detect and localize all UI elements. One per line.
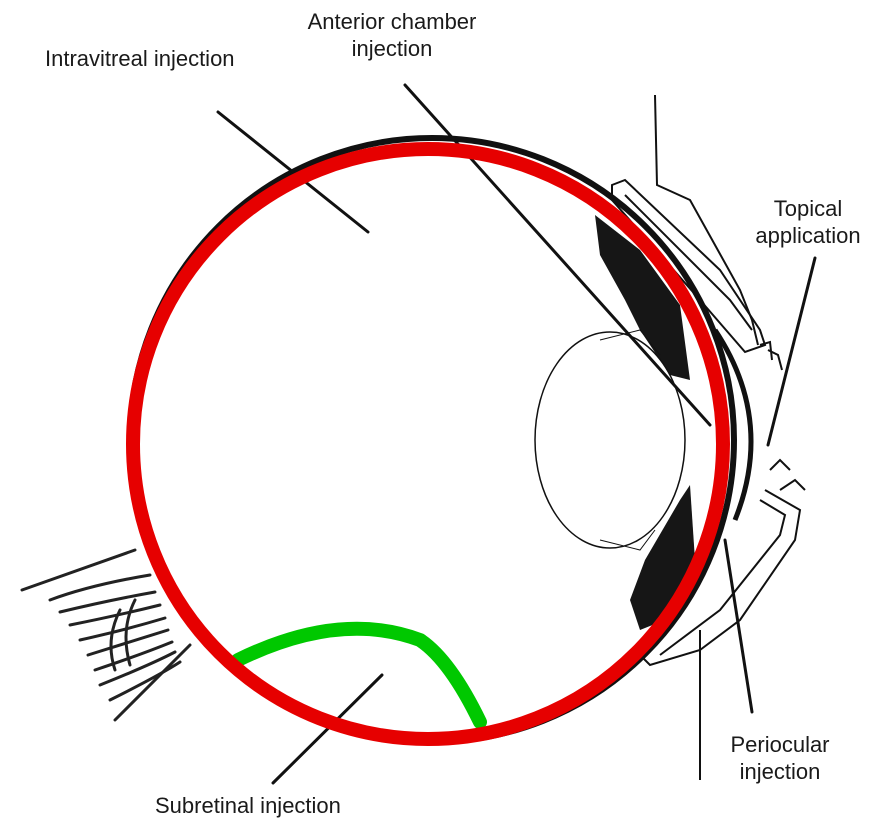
label-periocular-line2: injection	[715, 758, 845, 785]
label-intravitreal-injection: Intravitreal injection	[45, 45, 235, 72]
leader-topical	[768, 258, 815, 445]
label-topical-line1: Topical	[745, 195, 871, 222]
label-anterior-chamber-injection: Anterior chamber injection	[292, 8, 492, 62]
label-periocular-line1: Periocular	[715, 731, 845, 758]
label-anterior-chamber-line2: injection	[292, 35, 492, 62]
label-anterior-chamber-line1: Anterior chamber	[292, 8, 492, 35]
label-periocular-injection: Periocular injection	[715, 731, 845, 785]
label-topical-application: Topical application	[745, 195, 871, 249]
leader-periocular	[725, 540, 752, 712]
lens	[535, 332, 685, 548]
subretinal-bleb	[238, 629, 480, 722]
label-topical-line2: application	[745, 222, 871, 249]
label-subretinal-injection: Subretinal injection	[155, 792, 341, 819]
